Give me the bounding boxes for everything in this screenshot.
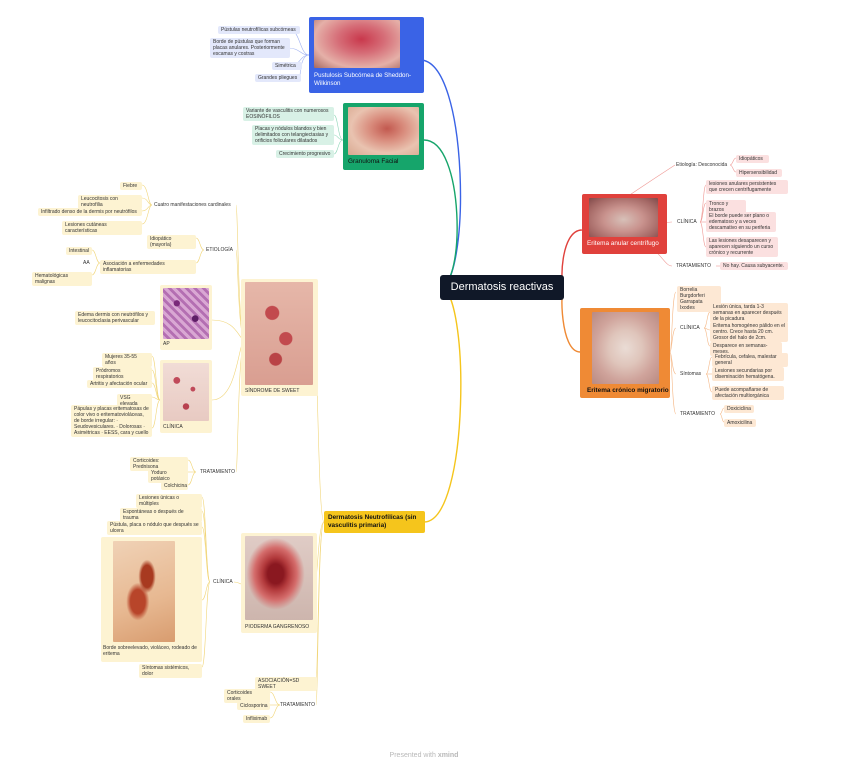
pustulosis-item-2[interactable]: Borde de pústulas que forman placas anul… (210, 38, 290, 58)
sweet-clinica-photo (163, 363, 209, 421)
pioderma-clinica-item-4: Borde sobreelevado, violáceo, rodeado de… (103, 645, 203, 657)
sweet-label: SÍNDROME DE SWEET (245, 388, 317, 394)
eritema-anular-tratamiento-value[interactable]: No hay. Causa subyacente. (720, 262, 788, 270)
eritema-anular-photo (589, 198, 658, 237)
pustulosis-photo (314, 20, 400, 68)
branch-line-neutrofilicas (424, 287, 461, 522)
pioderma-tratamiento-item-3[interactable]: Infliximab (243, 715, 270, 723)
footer-watermark: Presented with xmind (0, 752, 848, 759)
neutrofilicas-card[interactable]: Dermatosis Neutrofílicas (sin vasculitis… (324, 511, 425, 533)
branch-line-eritema-anular (562, 230, 582, 287)
pioderma-tratamiento-label[interactable]: TRATAMIENTO (280, 702, 316, 708)
eritema-cronico-clinica-item-2[interactable]: Eritema homogéneo pálido en el centro. C… (710, 322, 788, 342)
pioderma-tratamiento-item-2[interactable]: Ciclosporina (237, 702, 270, 710)
granuloma-connectors (334, 115, 343, 154)
sweet-tratamiento-item-2[interactable]: Yoduro potásico (148, 469, 188, 483)
sweet-card[interactable]: SÍNDROME DE SWEET (241, 279, 318, 396)
sweet-aa-item-2[interactable]: Hematológicas malignas (32, 272, 92, 286)
eritema-cronico-sintomas-item-2[interactable]: Lesiones secundarias por diseminación he… (712, 367, 784, 381)
granuloma-item-1[interactable]: Variante de vasculitis con numerosos EOS… (243, 107, 334, 121)
sweet-etiologia-label[interactable]: ETIOLOGÍA (206, 247, 236, 253)
pioderma-clinica-item-2[interactable]: Espontáneas o después de trauma (120, 508, 202, 522)
pioderma-card[interactable]: PIODERMA GANGRENOSO (241, 533, 317, 633)
granuloma-card[interactable]: Granuloma Facial (343, 103, 424, 170)
pioderma-clinica-card[interactable]: Borde sobreelevado, violáceo, rodeado de… (101, 537, 202, 662)
pioderma-clinica-label[interactable]: CLÍNICA (213, 579, 239, 585)
sweet-manifestacion-1[interactable]: Fiebre (120, 182, 142, 190)
sweet-clinica-label: CLÍNICA (163, 424, 193, 430)
eritema-cronico-sintomas-item-3[interactable]: Puede acompañarse de afectación multiorg… (712, 386, 784, 400)
branch-line-eritema-cronico (562, 287, 580, 352)
neutrofilicas-title: Dermatosis Neutrofílicas (sin vasculitis… (328, 514, 424, 530)
sweet-tratamiento-label[interactable]: TRATAMIENTO (200, 469, 236, 475)
pioderma-clinica-item-5[interactable]: Síntomas sistémicos, dolor (139, 664, 202, 678)
pustulosis-item-4[interactable]: Grandes pliegues (255, 74, 301, 82)
eritema-cronico-tratamiento[interactable]: TRATAMIENTO (680, 411, 720, 417)
eritema-anular-etiologia-item-1[interactable]: Idiopáticos (736, 155, 769, 163)
sweet-ap-label: AP (163, 341, 183, 347)
eritema-cronico-photo (592, 312, 659, 384)
sweet-manifestaciones-label[interactable]: Cuatro manifestaciones cardinales (154, 202, 236, 208)
pustulosis-card[interactable]: Pustulosis Subcórnea de Sheddon-Wilkinso… (309, 17, 424, 93)
eritema-anular-clinica-item-3[interactable]: El borde puede ser plano o edematoso y a… (706, 212, 776, 232)
sweet-ap-text[interactable]: Edema dermis con neutrófilos y leucocito… (75, 311, 155, 325)
pioderma-label: PIODERMA GANGRENOSO (245, 624, 317, 630)
sweet-clinica-item-1[interactable]: Mujeres 35-55 años (102, 353, 152, 367)
central-topic[interactable]: Dermatosis reactivas (440, 275, 564, 300)
sweet-photo (245, 282, 313, 385)
sweet-clinica-item-5[interactable]: Pápulas y placas eritematosas de color v… (71, 405, 152, 437)
sweet-manifestacion-3[interactable]: Infiltrado denso de la dermis por neutró… (38, 208, 142, 216)
sweet-ap-photo (163, 288, 209, 339)
eritema-anular-title: Eritema anular centrífugo (587, 240, 667, 248)
eritema-cronico-clinica-item-1[interactable]: Lesión única, tarda 1-3 semanas en apare… (710, 303, 788, 323)
eritema-anular-clinica-item-1[interactable]: lesiones anulares persistentes que crece… (706, 180, 788, 194)
eritema-cronico-tratamiento-item-1[interactable]: Doxiciclina (724, 405, 754, 413)
sweet-aa-item-1[interactable]: Intestinal (66, 247, 92, 255)
eritema-cronico-sintomas[interactable]: Síntomas (680, 371, 706, 377)
sweet-etiologia-item-1[interactable]: Idiopático (mayoría) (147, 235, 196, 249)
branch-line-granuloma (424, 140, 457, 287)
sweet-ap-card[interactable]: AP (160, 285, 212, 350)
eritema-cronico-tratamiento-item-2[interactable]: Amoxicilina (724, 419, 756, 427)
eritema-anular-tratamiento[interactable]: TRATAMIENTO (676, 263, 716, 269)
eritema-cronico-title: Eritema crónico migratorio (587, 387, 669, 395)
pustulosis-title: Pustulosis Subcórnea de Sheddon-Wilkinso… (314, 72, 422, 88)
pustulosis-item-1[interactable]: Pústulas neutrofílicas subcórneas (218, 26, 300, 34)
footer-brand: xmind (438, 752, 459, 759)
eritema-cronico-clinica[interactable]: CLÍNICA (680, 325, 706, 331)
granuloma-photo (348, 107, 419, 155)
branch-line-pustulosis (420, 60, 460, 287)
granuloma-title: Granuloma Facial (348, 158, 423, 166)
pioderma-clinica-photo (113, 541, 175, 642)
eritema-anular-clinica-item-4[interactable]: Las lesiones desaparecen y aparecen sigu… (706, 237, 778, 257)
pioderma-tratamiento-item-1[interactable]: Corticoides orales (224, 689, 270, 703)
sweet-clinica-item-3[interactable]: Artritis y afectación ocular (87, 380, 152, 388)
granuloma-item-3[interactable]: Crecimiento progresivo (276, 150, 334, 158)
pioderma-photo (245, 536, 313, 620)
sweet-clinica-card[interactable]: CLÍNICA (160, 360, 212, 433)
granuloma-item-2[interactable]: Placas y nódulos blandos y bien delimita… (252, 125, 334, 145)
eritema-cronico-sintomas-item-1[interactable]: Febrícula, cefalea, malestar general (712, 353, 788, 367)
eritema-anular-etiologia-item-2[interactable]: Hipersensibilidad (736, 169, 782, 177)
pustulosis-item-3[interactable]: Simétrica (272, 62, 302, 70)
pioderma-clinica-item-3[interactable]: Pústula, placa o nódulo que después se u… (107, 521, 202, 535)
pustulosis-connectors (288, 30, 309, 78)
sweet-clinica-item-2[interactable]: Pródromos respiratorios (93, 367, 152, 381)
sweet-manifestacion-4[interactable]: Lesiones cutáneas características (62, 221, 142, 235)
sweet-etiologia-item-2[interactable]: Asociación a enfermedades inflamatorias (100, 260, 196, 274)
sweet-aa-label[interactable]: AA (83, 260, 97, 266)
eritema-cronico-card[interactable]: Eritema crónico migratorio (580, 308, 670, 398)
sweet-tratamiento-item-3[interactable]: Colchicina (161, 482, 188, 490)
eritema-anular-clinica[interactable]: CLÍNICA (677, 219, 703, 225)
eritema-anular-etiologia[interactable]: Etiología: Desconocida (676, 162, 736, 168)
sweet-manifestacion-2[interactable]: Leucocitosis con neutrofilia (78, 195, 142, 209)
pioderma-clinica-item-1[interactable]: Lesiones únicas o múltiples (136, 494, 202, 508)
eritema-anular-card[interactable]: Eritema anular centrífugo (582, 194, 667, 254)
footer-prefix: Presented with (390, 752, 436, 759)
